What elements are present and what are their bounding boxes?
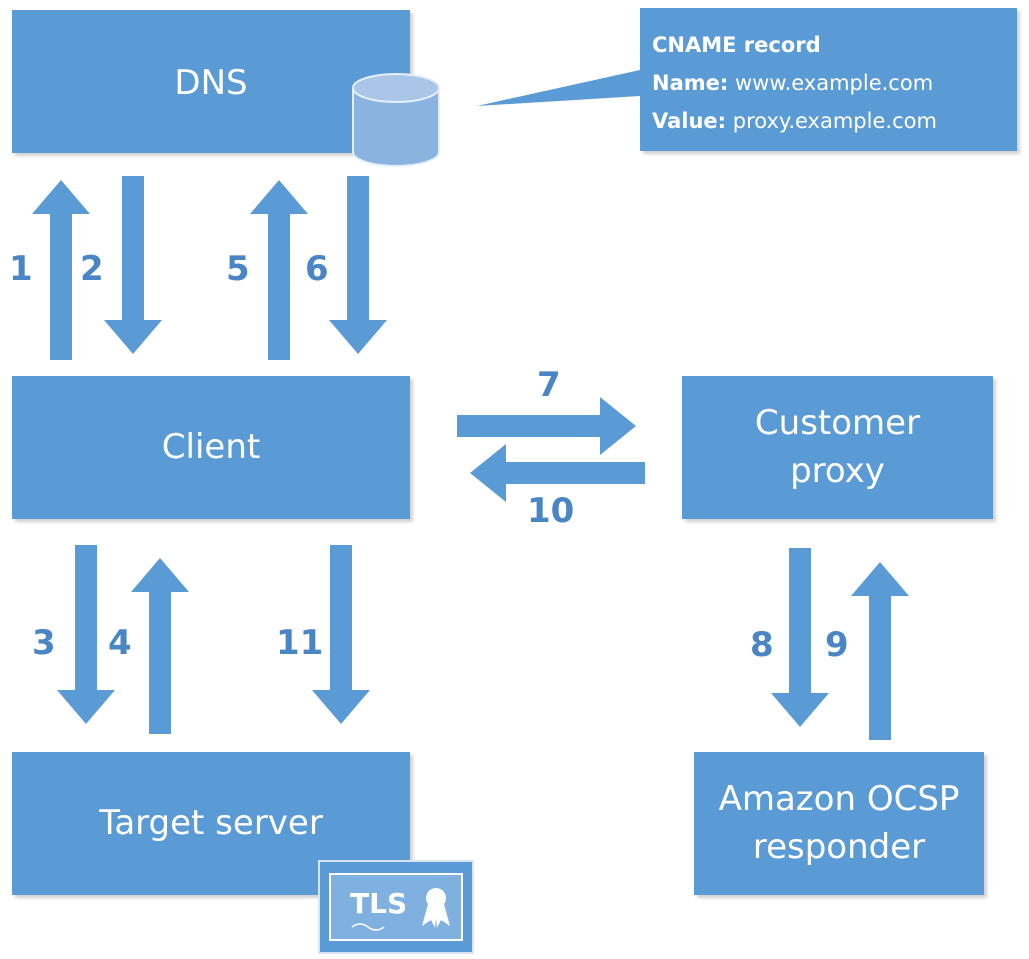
arrow-step-7 bbox=[457, 397, 636, 455]
customer-proxy-label: Customer proxy bbox=[754, 402, 921, 491]
arrow-step-2 bbox=[104, 176, 162, 354]
step-label-11: 11 bbox=[276, 623, 324, 663]
step-label-5: 5 bbox=[226, 249, 250, 289]
step-label-3: 3 bbox=[32, 623, 56, 663]
arrow-step-9 bbox=[851, 562, 909, 740]
step-label-4: 4 bbox=[108, 623, 132, 663]
step-label-8: 8 bbox=[750, 625, 774, 665]
arrow-step-8 bbox=[771, 548, 829, 727]
client-box: Client bbox=[12, 376, 410, 519]
callout-pointer bbox=[477, 70, 640, 106]
callout-name-value: www.example.com bbox=[734, 71, 934, 95]
database-icon bbox=[352, 73, 440, 167]
arrow-step-4 bbox=[131, 558, 189, 734]
client-label: Client bbox=[161, 426, 261, 467]
target-server-label: Target server bbox=[99, 802, 323, 843]
dns-box: DNS bbox=[12, 10, 410, 153]
arrow-step-1 bbox=[32, 180, 90, 360]
callout-value-label: Value: bbox=[652, 109, 727, 133]
dns-label: DNS bbox=[174, 63, 248, 103]
callout-title: CNAME record bbox=[652, 33, 821, 57]
tls-certificate: TLS bbox=[318, 860, 474, 959]
customer-proxy-box: Customer proxy bbox=[682, 376, 993, 519]
arrow-step-10 bbox=[470, 444, 645, 502]
arrow-step-11 bbox=[312, 545, 370, 724]
arrow-step-6 bbox=[329, 176, 387, 354]
ocsp-responder-label: Amazon OCSP responder bbox=[718, 778, 960, 867]
step-label-1: 1 bbox=[9, 249, 33, 289]
callout-value-value: proxy.example.com bbox=[732, 109, 937, 133]
tls-label: TLS bbox=[350, 887, 408, 920]
step-label-9: 9 bbox=[825, 625, 849, 665]
step-label-2: 2 bbox=[80, 249, 104, 289]
callout-name-label: Name: bbox=[652, 71, 729, 95]
certificate-ribbon-icon bbox=[318, 860, 474, 954]
cname-callout bbox=[640, 8, 1017, 151]
arrow-step-3 bbox=[57, 545, 115, 724]
cname-callout-text: CNAME record Name: www.example.com Value… bbox=[652, 26, 937, 140]
step-label-10: 10 bbox=[527, 491, 575, 531]
ocsp-responder-box: Amazon OCSP responder bbox=[694, 752, 984, 895]
step-label-7: 7 bbox=[537, 365, 561, 405]
arrow-step-5 bbox=[250, 180, 308, 360]
step-label-6: 6 bbox=[305, 249, 329, 289]
